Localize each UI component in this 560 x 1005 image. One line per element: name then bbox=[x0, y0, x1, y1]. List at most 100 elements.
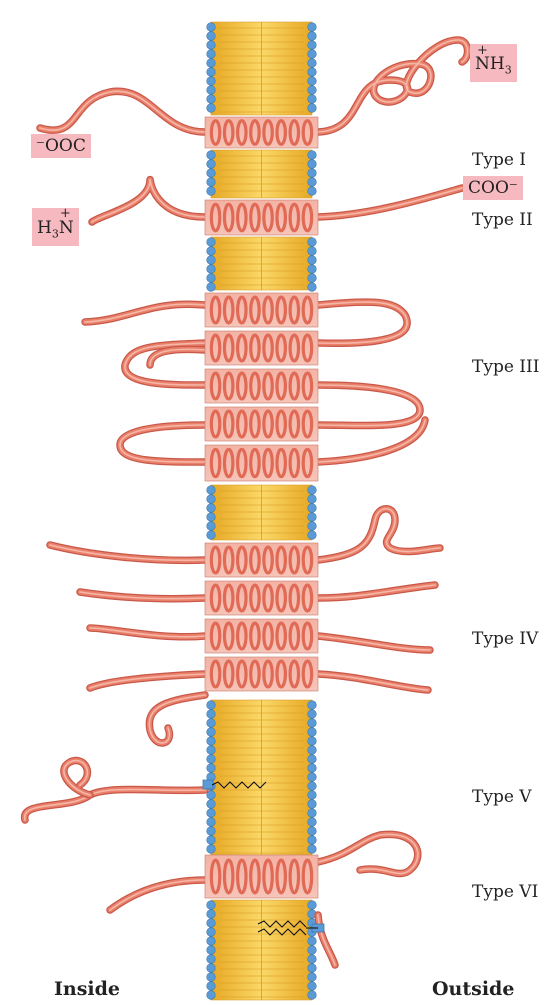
gpi-anchor-head bbox=[203, 780, 213, 789]
lipid-head-group bbox=[308, 728, 317, 737]
lipid-head-group bbox=[308, 160, 317, 169]
lipid-head-group bbox=[207, 946, 216, 955]
lipid-head-group bbox=[207, 701, 216, 710]
lipid-head-group bbox=[207, 710, 216, 719]
lipid-head-group bbox=[308, 50, 317, 59]
lipid-head-group bbox=[207, 973, 216, 982]
lipid-head-group bbox=[308, 719, 317, 728]
lipid-head-group bbox=[308, 169, 317, 178]
lipid-head-group bbox=[207, 86, 216, 95]
lipid-bilayer bbox=[207, 22, 317, 1000]
lipid-head-group bbox=[308, 946, 317, 955]
lipid-head-group bbox=[207, 256, 216, 265]
lipid-head-group bbox=[207, 104, 216, 113]
lipid-head-group bbox=[308, 86, 317, 95]
lipid-head-group bbox=[308, 59, 317, 68]
lipid-head-group bbox=[308, 991, 317, 1000]
lipid-head-group bbox=[308, 68, 317, 77]
lipid-head-group bbox=[207, 95, 216, 104]
lipid-head-group bbox=[308, 710, 317, 719]
lipid-head-group bbox=[308, 973, 317, 982]
transmembrane-helix bbox=[205, 543, 318, 577]
lipid-head-group bbox=[308, 701, 317, 710]
lipid-head-group bbox=[308, 104, 317, 113]
lipid-head-group bbox=[207, 755, 216, 764]
lipid-head-group bbox=[207, 818, 216, 827]
polypeptide-chain-outline bbox=[318, 40, 468, 132]
lipid-head-group bbox=[207, 513, 216, 522]
lipid-head-group bbox=[207, 719, 216, 728]
lipid-head-group bbox=[207, 238, 216, 247]
positive-charge: + bbox=[60, 207, 71, 220]
lipid-head-group bbox=[308, 187, 317, 196]
lipid-head-group bbox=[308, 764, 317, 773]
lipid-head-group bbox=[207, 836, 216, 845]
lipid-head-group bbox=[207, 283, 216, 292]
lipid-head-group bbox=[207, 265, 216, 274]
lipid-head-group bbox=[308, 178, 317, 187]
lipid-head-group bbox=[207, 910, 216, 919]
type-i-label: Type I bbox=[472, 150, 526, 170]
lipid-head-group bbox=[207, 169, 216, 178]
polypeptide-chain bbox=[149, 695, 205, 743]
transmembrane-helix bbox=[205, 200, 318, 235]
lipid-head-group bbox=[207, 59, 216, 68]
transmembrane-helix bbox=[205, 293, 318, 327]
nh3-terminus-label: +NH3 bbox=[470, 44, 517, 82]
lipid-head-group bbox=[207, 77, 216, 86]
type-ii-label: Type II bbox=[472, 210, 533, 230]
polypeptide-chain-outline bbox=[318, 385, 420, 426]
polypeptide-chain-highlight bbox=[318, 40, 468, 132]
lipid-head-group bbox=[308, 531, 317, 540]
transmembrane-helix bbox=[205, 855, 318, 898]
lipid-head-group bbox=[207, 247, 216, 256]
outside-label: Outside bbox=[432, 978, 514, 1000]
lipid-head-group bbox=[207, 764, 216, 773]
inside-label: Inside bbox=[54, 978, 120, 1000]
lipid-head-group bbox=[308, 800, 317, 809]
lipid-head-group bbox=[207, 728, 216, 737]
lipid-head-group bbox=[308, 486, 317, 495]
lipid-head-group bbox=[207, 809, 216, 818]
lipid-head-group bbox=[308, 782, 317, 791]
lipid-head-group bbox=[207, 800, 216, 809]
lipid-head-group bbox=[308, 247, 317, 256]
transmembrane-helix bbox=[205, 331, 318, 365]
lipid-head-group bbox=[207, 504, 216, 513]
lipid-head-group bbox=[308, 773, 317, 782]
lipid-head-group bbox=[308, 274, 317, 283]
positive-charge: + bbox=[477, 44, 488, 57]
lipid-head-group bbox=[207, 160, 216, 169]
lipid-head-group bbox=[308, 901, 317, 910]
lipid-head-group bbox=[308, 737, 317, 746]
ooc-terminus-label: ⁻OOC bbox=[31, 134, 91, 158]
lipid-head-group bbox=[308, 791, 317, 800]
lipid-head-group bbox=[308, 504, 317, 513]
lipid-head-group bbox=[207, 919, 216, 928]
transmembrane-helix bbox=[205, 117, 318, 148]
polypeptide-chain-highlight bbox=[25, 789, 205, 820]
transmembrane-helix bbox=[205, 581, 318, 615]
lipid-head-group bbox=[207, 901, 216, 910]
lipid-head-group bbox=[308, 955, 317, 964]
lipid-head-group bbox=[308, 522, 317, 531]
lipid-head-group bbox=[308, 513, 317, 522]
lipid-head-group bbox=[207, 928, 216, 937]
lipid-head-group bbox=[207, 495, 216, 504]
lipid-head-group bbox=[207, 187, 216, 196]
lipid-head-group bbox=[207, 178, 216, 187]
lipid-head-group bbox=[308, 256, 317, 265]
lipid-head-group bbox=[308, 495, 317, 504]
lipid-head-group bbox=[308, 283, 317, 292]
h3n-terminus-label: H3+N bbox=[32, 208, 79, 246]
lipid-head-group bbox=[207, 531, 216, 540]
lipid-head-group bbox=[308, 755, 317, 764]
lipid-head-group bbox=[308, 32, 317, 41]
coo-terminus-label: COO⁻ bbox=[463, 176, 523, 200]
transmembrane-helix bbox=[205, 369, 318, 403]
type-iii-label: Type III bbox=[472, 357, 539, 377]
lipid-head-group bbox=[308, 982, 317, 991]
lipid-head-group bbox=[207, 991, 216, 1000]
type-vi-label: Type VI bbox=[472, 882, 538, 902]
lipid-head-group bbox=[308, 746, 317, 755]
